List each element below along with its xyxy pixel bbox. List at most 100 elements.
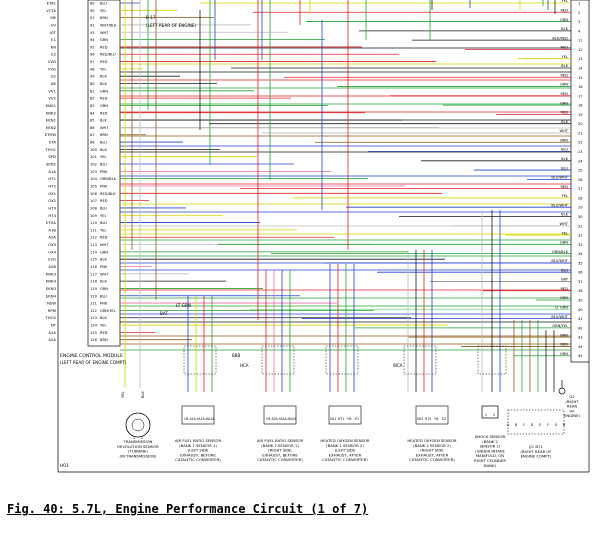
ecm-pin-number: 125: [90, 331, 97, 335]
wire-color-label: BLK: [561, 157, 568, 161]
ecm-pin-number: 30: [578, 215, 583, 219]
ecm-pin-number: 92: [90, 23, 95, 27]
ecm-signal-label: OX1: [48, 191, 56, 196]
ecm-pin-number: 83: [90, 104, 95, 108]
ecm-pin-number: 119: [90, 287, 98, 291]
figure-caption: Fig. 40: 5.7L, Engine Performance Circui…: [7, 502, 369, 516]
sensor-pin-label: HT2: [425, 417, 431, 421]
wire-color-label: BLU: [100, 206, 107, 210]
ecm-pin-number: 17: [578, 94, 583, 98]
sensor-label-line: (BANK 2: [482, 439, 498, 444]
sensor-label-line: (TURBINE): [128, 449, 148, 454]
ecm-pin-number: 26: [578, 178, 583, 182]
wire-color-label: GRN: [100, 104, 108, 108]
sensor-label-line: REVOLUTION SENSOR: [117, 444, 159, 449]
wire-color-label: YEL: [562, 231, 568, 235]
wire-color-label: BLU: [100, 2, 107, 6]
sensor-pin-label: E2: [442, 417, 446, 421]
ecm-signal-label: ETHA: [46, 220, 57, 225]
wire-color-label: GRN: [560, 296, 568, 300]
wire-color-label: GRY: [561, 278, 569, 282]
ecm-pin-number: 81: [90, 89, 95, 93]
sensor-label-line: (RIGHT REAR OF: [520, 449, 551, 454]
ecm-pin-number: 126: [90, 338, 98, 342]
sensor-label-line: HEATED OXYGEN SENSOR: [407, 438, 457, 443]
wire-color-label: YEL: [562, 194, 568, 198]
sensor-pin-label: HT1: [338, 417, 344, 421]
splice-wca-1: WCA: [393, 363, 403, 368]
ecm-connector-left: [87, 0, 121, 347]
ecm-pin-number: 124: [90, 324, 98, 328]
ecm-pin-number: 84: [90, 111, 95, 115]
ecm-signal-label: HT1: [48, 176, 56, 181]
wire-color-label: BLK: [100, 82, 107, 86]
sensor-pin-label: +B: [434, 417, 439, 421]
wire-color-label: BLK/RED: [552, 36, 568, 40]
wire-color-label: RED: [100, 199, 108, 203]
ecm-signal-label: VVD: [48, 59, 56, 64]
ecm-pin-number: 96: [90, 53, 95, 57]
ecm-signal-label: KNK1: [46, 103, 57, 108]
sensor-pin-label: +B: [184, 417, 189, 421]
ecm-pin-number: 95: [90, 45, 95, 49]
connector-outline: [325, 345, 359, 375]
wire-color-label: RED: [560, 287, 568, 291]
ecm-signal-label: VV: [51, 22, 57, 27]
sensor-pin-label: +B: [347, 417, 352, 421]
sensor-pin-label: 1: [485, 413, 487, 417]
wire-color-label: PNK: [100, 265, 108, 269]
ecm-signal-label: E1: [51, 37, 56, 42]
ecm-signal-label: VV2: [48, 96, 56, 101]
ecm-signal-label: HT2: [48, 183, 56, 188]
sensor-pin-label: G: [555, 423, 558, 427]
wire-color-label: BLK: [141, 391, 145, 398]
ecm-pin-number: 14: [578, 66, 583, 70]
wire-color-label: BLK: [561, 64, 568, 68]
ecm-signal-label: VCTA: [46, 8, 56, 13]
sensor-pin-label: F: [547, 423, 549, 427]
sensor-pin-label: D: [531, 423, 534, 427]
wire-color-label: GRN: [100, 287, 108, 291]
ecm-pin-number: 29: [578, 206, 583, 210]
sensor-pin-label: OX1: [330, 417, 337, 421]
ecm-pin-number: 45: [578, 354, 583, 358]
sensor-pin-label: A: [507, 423, 510, 427]
ecm-pin-number: 86: [90, 126, 95, 130]
ecm-signal-label: THO1: [44, 147, 56, 152]
wire-color-label: YEL: [100, 214, 106, 218]
ecm-pin-number: 105: [90, 184, 97, 188]
wire-color-label: BLU/WHT: [551, 315, 568, 319]
ecm-pin-number: 11: [578, 39, 583, 43]
ecm-pin-number: 12: [578, 48, 583, 52]
sensor-label-line: CATALYTIC CONVERTER): [322, 457, 368, 462]
sensor-label-line: RIGHT CYLINDER: [474, 458, 506, 463]
ecm-signal-label: ETA: [49, 140, 56, 145]
sensor-pin-label: +B: [266, 417, 271, 421]
top-note-text: (LEFT REAR OF ENGINE): [146, 23, 197, 28]
sensor-label-line: EXHAUST, AFTER: [329, 452, 362, 457]
sensor-label-line: CATALYTIC CONVERTER): [175, 457, 221, 462]
ecm-pin-number: 31: [578, 224, 583, 228]
connector-outline: [261, 345, 295, 375]
wire-color-label: BRN: [560, 138, 568, 142]
wire-color-label: BLK: [561, 120, 568, 124]
ecm-pin-number: 25: [578, 169, 583, 173]
wire-color-label: WHT: [100, 126, 109, 130]
wire-color-label: LT GRN: [555, 306, 568, 310]
ecm-pin-number: 121: [90, 302, 97, 306]
ecm-pin-number: 117: [90, 272, 97, 276]
connector-outline: [403, 345, 437, 375]
sensor-label-line: G2: [569, 394, 575, 399]
wire-color-label: YEL: [100, 228, 106, 232]
ecm-pin-number: 3: [578, 20, 580, 24]
sensor-label-line: EXHAUST, AFTER: [416, 452, 449, 457]
wire-color-label: GRN/BLK: [552, 250, 569, 254]
ecm-signal-label: EKN1: [46, 118, 57, 123]
ecm-pin-number: 16: [578, 85, 583, 89]
ecm-pin-number: 28: [578, 196, 583, 200]
ecm-pin-number: 85: [90, 119, 95, 123]
